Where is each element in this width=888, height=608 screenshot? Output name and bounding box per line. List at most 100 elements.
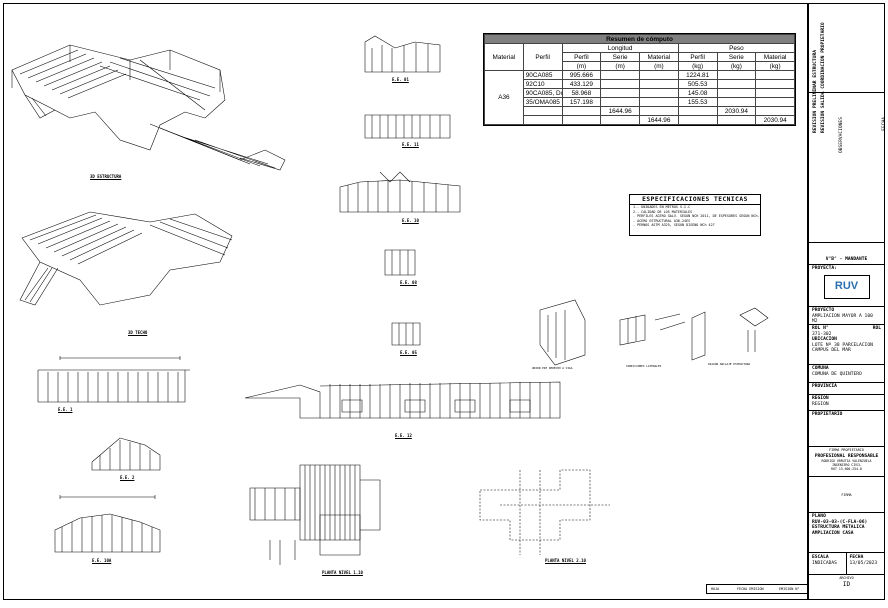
length-cell: 995.666: [561, 70, 602, 80]
escala-label: ESCALA: [812, 555, 829, 560]
profesional-name: RODRIGO URRUTIA VALENZUELA: [821, 459, 872, 464]
firma-propietario: FIRMA PROPIETARIO: [829, 448, 864, 452]
label-ee1-left: E.E. 1: [58, 407, 73, 412]
table-row: 1644.96 2030.94: [485, 115, 795, 125]
weight-cell: 1224.81: [677, 70, 718, 80]
unit: (m): [561, 61, 602, 71]
region-value: REGION: [812, 401, 829, 407]
title-block: REVISION PRELIMINAR ESTRUCTURA REVISION …: [808, 3, 887, 600]
spec-line: - PERNOS ASTM A325, SEGUN DISEÑO NCh 427: [633, 223, 715, 228]
revision-2: REVISION SALIDA COORDINACION PROPIETARIO: [821, 22, 826, 133]
table-row: 1644.96 2030.94: [485, 106, 795, 116]
weight-cell: 145.08: [677, 88, 718, 98]
ubicacion-label: UBICACION: [812, 337, 837, 343]
header-perfil: Perfil: [522, 43, 563, 71]
revision-area: REVISION PRELIMINAR ESTRUCTURA REVISION …: [809, 22, 887, 242]
profesional-rut: RUT 13.600.254-0: [831, 467, 862, 472]
label-ee05: E.E. 05: [400, 350, 417, 355]
comuna-label: COMUNA: [812, 366, 829, 371]
unit: (kg): [755, 61, 795, 71]
vb-mandante: V°B° - MANDANTE: [809, 242, 884, 264]
archivo-block: ARCHIVO ID: [809, 574, 884, 600]
comuna-value: COMUNA DE QUINTERO: [812, 371, 862, 377]
3d-roof-view: [19, 211, 233, 306]
observaciones-label: OBSERVACIONES: [839, 117, 844, 153]
strip-hoja: HOJA: [711, 587, 720, 591]
spec-line: 1.- UNIDADES EN METROS S.I.C: [633, 205, 691, 209]
3d-structure-view: [11, 44, 286, 171]
label-ee10: E.E. 10: [402, 218, 419, 223]
weight-cell: 155.53: [677, 97, 718, 107]
unit: (kg): [677, 61, 718, 71]
rol-ubicacion-block: ROL N°ROL 371-302 UBICACION LOTE Nº 38 P…: [809, 324, 884, 364]
region-label: REGION: [812, 396, 829, 401]
profesional-title: INGENIERO CIVIL: [832, 463, 861, 468]
quantity-summary-table: Resumen de cómputo Material Perfil Longi…: [483, 33, 796, 126]
header-material: Material: [484, 43, 524, 71]
header-longitud: Longitud: [561, 43, 679, 53]
perfil-cell: 35/OMA085: [522, 97, 563, 107]
label-ee2: E.E. 2: [120, 475, 135, 480]
label-3d-roof: 3D TECHO: [128, 330, 148, 335]
comuna-block: COMUNA COMUNA DE QUINTERO: [809, 364, 884, 382]
serie-length-total: 1644.96: [600, 106, 640, 116]
perfil-cell: 92C10: [522, 79, 563, 89]
proyecto-value: AMPLIACION MAYOR A 100 M2: [812, 313, 873, 325]
length-cell: 58.968: [561, 88, 602, 98]
region-block: REGION REGION: [809, 394, 884, 410]
subheader: Serie: [716, 52, 757, 62]
label-3d-structure: 3D ESTRUCTURA: [90, 174, 122, 179]
spec-line: - PERFILES ACERO GALV. SEGUN NCH 2011, D…: [633, 214, 760, 219]
propietario-label: PROPIETARIO: [809, 410, 884, 446]
revision-1: REVISION PRELIMINAR ESTRUCTURA: [813, 50, 818, 133]
proyecto-block: PROYECTO AMPLIACION MAYOR A 100 M2: [809, 306, 884, 324]
subheader: Perfil: [677, 52, 718, 62]
unit: (m): [600, 61, 640, 71]
strip-fecha-emision: FECHA EMISION: [737, 587, 764, 591]
length-cell: 157.198: [561, 97, 602, 107]
profesional-label: PROFESIONAL RESPONSABLE: [814, 453, 879, 459]
table-title: Resumen de cómputo: [484, 34, 795, 44]
label-ee01: E.E. 01: [392, 77, 409, 82]
label-detail-3: DIAGON ANCLAJE ESTRUCTURA: [708, 362, 751, 366]
ubicacion-value: LOTE Nº 38 PARCELACION CAMPUS DEL MAR: [812, 342, 873, 354]
subheader: Serie: [600, 52, 640, 62]
unit: (kg): [716, 61, 757, 71]
plano-code: RUV-03-03-(C-FLA-06): [812, 519, 868, 525]
strip-emision: EMISION N°: [779, 587, 800, 591]
table-row: 92C10 433.129 505.53: [485, 79, 795, 89]
table-row: A36 90CA085 995.666 1224.81: [484, 70, 795, 125]
fecha-value: 13/05/2023: [849, 560, 878, 566]
escala-fecha-block: ESCALA INDICADAS FECHA 13/05/2023: [809, 552, 884, 574]
spec-line: 2.- CALIDAD DE LOS MATERIALES: [633, 209, 693, 214]
label-detail-2: CONECCIONES LATERALES: [626, 364, 662, 368]
fecha-label-bottom: FECHA: [849, 555, 864, 560]
subheader: Material: [755, 52, 795, 62]
plano-block: PLANO RUV-03-03-(C-FLA-06) ESTRUCTURA ME…: [809, 512, 884, 552]
firma-label: FIRMA: [809, 476, 884, 512]
table-row: 90CA085, Dc 58.968 145.08: [485, 88, 795, 98]
proyecta-block: PROYECTA: RUV: [809, 264, 884, 306]
label-ee12: E.E. 12: [395, 433, 412, 438]
subheader: Perfil: [561, 52, 602, 62]
perfil-cell: 90CA085: [522, 70, 563, 80]
proyecta-label: PROYECTA:: [812, 266, 837, 271]
label-planta-2: PLANTA NIVEL 2.10: [545, 558, 586, 563]
plano-title: ESTRUCTURA METALICA: [812, 525, 865, 531]
rol-right: ROL: [872, 326, 881, 331]
length-cell: 433.129: [561, 79, 602, 89]
material-weight-total: 2030.94: [755, 115, 795, 125]
label-ee11: E.E. 11: [402, 142, 419, 147]
fecha-label: FECHA: [882, 117, 887, 131]
plano-subtitle: AMPLIACION CASA: [812, 530, 854, 536]
plano-label: PLANO: [812, 514, 826, 519]
specs-title: ESPECIFICACIONES TECNICAS: [630, 195, 760, 205]
escala-value: INDICADAS: [812, 560, 837, 566]
ruv-logo: RUV: [823, 274, 870, 299]
subheader: Material: [639, 52, 679, 62]
technical-specifications: ESPECIFICACIONES TECNICAS 1.- UNIDADES E…: [629, 194, 761, 236]
issue-strip: HOJA FECHA EMISION EMISION N°: [706, 584, 808, 594]
perfil-cell: 90CA085, Dc: [522, 88, 563, 98]
